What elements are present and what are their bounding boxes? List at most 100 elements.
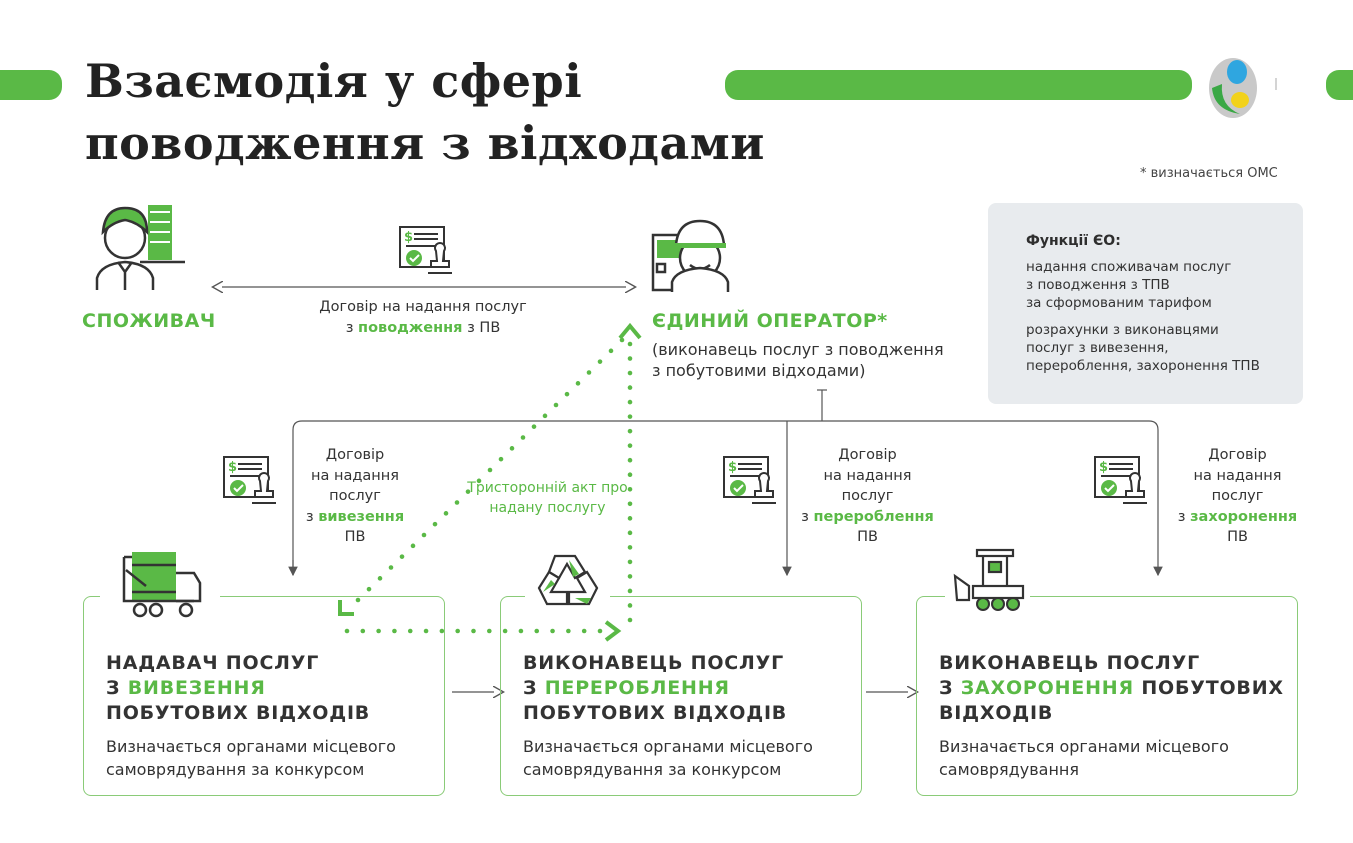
- dot: [432, 521, 438, 527]
- dot: [471, 628, 476, 634]
- operator-contract-tree: [288, 389, 1163, 577]
- header-bar-right: [1326, 70, 1353, 100]
- dot: [399, 554, 405, 559]
- recycle-icon: [525, 548, 610, 608]
- dotted-arrowhead-up: [618, 322, 642, 340]
- dot: [564, 391, 570, 397]
- dotted-arrowhead-right: [604, 620, 622, 642]
- dot: [421, 532, 427, 538]
- dot: [509, 446, 515, 451]
- dot: [627, 443, 633, 448]
- dot: [627, 399, 633, 405]
- contract-icon: [1094, 456, 1148, 504]
- dot: [550, 628, 555, 634]
- dot: [534, 628, 540, 634]
- dot: [627, 603, 633, 608]
- dot: [454, 500, 460, 505]
- dot: [443, 511, 449, 516]
- dot: [627, 486, 633, 492]
- dot: [531, 424, 537, 429]
- dot: [627, 457, 633, 463]
- dot: [392, 628, 397, 634]
- title-line-2: поводження з відходами: [85, 116, 765, 170]
- dot: [542, 413, 548, 419]
- dot: [455, 628, 460, 634]
- dot: [627, 385, 633, 390]
- contract-highlight: поводження: [358, 319, 463, 336]
- dot: [518, 628, 524, 634]
- dot: [366, 586, 372, 592]
- dot: [502, 628, 508, 634]
- dot: [407, 628, 413, 634]
- dot: [608, 348, 614, 354]
- dot: [377, 576, 383, 581]
- dot: [581, 628, 587, 634]
- dot: [627, 356, 633, 361]
- functions-heading: Функції ЄО:: [1026, 233, 1121, 249]
- footnote: * визначається ОМС: [1140, 166, 1278, 181]
- dot: [520, 435, 526, 440]
- dot: [627, 574, 633, 579]
- dotted-corner-marker: [338, 600, 354, 616]
- consumer-label: СПОЖИВАЧ: [82, 310, 216, 332]
- contract-icon: [223, 456, 277, 504]
- dot: [487, 467, 493, 473]
- dot: [627, 617, 633, 623]
- title-line-1: Взаємодія у сфері: [85, 54, 583, 108]
- dot: [627, 516, 633, 521]
- dot: [476, 478, 482, 484]
- operator-worker-icon: [651, 219, 730, 292]
- dot: [627, 414, 633, 419]
- contract-icon: [399, 226, 453, 274]
- header-bar-middle: [725, 70, 1192, 100]
- garbage-truck-icon: [100, 545, 220, 618]
- dot: [597, 359, 603, 364]
- bulldozer-icon: [945, 548, 1030, 611]
- contract-line: Договір на надання послуг: [319, 299, 527, 315]
- contract-icon: [723, 456, 777, 504]
- dot: [344, 628, 350, 634]
- dot: [498, 456, 504, 462]
- dot: [410, 543, 416, 549]
- dot: [627, 501, 633, 507]
- consumer-contract-text: Договір на надання послуг з поводження з…: [300, 297, 546, 338]
- dot: [627, 545, 633, 550]
- dot: [627, 370, 633, 376]
- dot: [627, 559, 633, 565]
- dot: [376, 628, 381, 634]
- header-bar-left: [0, 70, 62, 100]
- tripartite-dotted-path: [344, 337, 633, 634]
- dot: [619, 337, 625, 343]
- dot: [360, 628, 366, 634]
- dot: [586, 370, 592, 375]
- dot: [627, 530, 633, 536]
- dot: [627, 472, 633, 478]
- dot: [487, 628, 492, 634]
- dot: [597, 628, 603, 634]
- dot: [627, 341, 633, 347]
- dot: [566, 628, 571, 634]
- dot: [388, 565, 394, 570]
- page-title: Взаємодія у сфері поводження з відходами: [85, 50, 765, 174]
- dot: [575, 381, 581, 386]
- consumer-person-icon: [95, 205, 185, 290]
- ministry-logo-icon: [1209, 58, 1277, 118]
- dot: [627, 428, 633, 434]
- dot: [423, 628, 429, 634]
- dot: [627, 588, 633, 594]
- dot: [553, 402, 559, 408]
- dot: [465, 489, 471, 494]
- dot: [439, 628, 445, 634]
